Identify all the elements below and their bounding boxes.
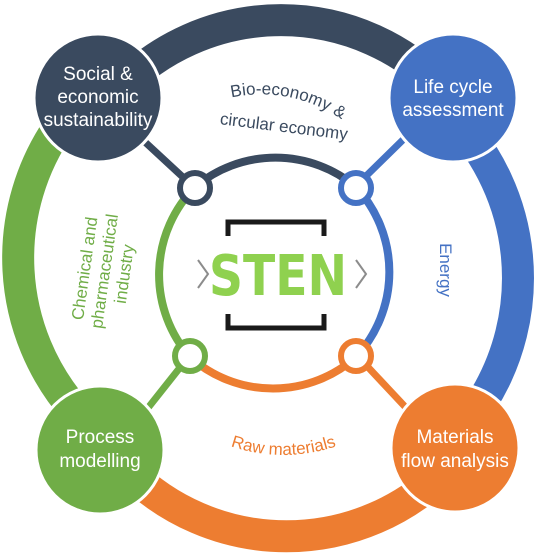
svg-text:modelling: modelling [59,451,140,472]
junction-social [177,170,213,206]
svg-text:Life cycle: Life cycle [413,77,492,98]
junction-mfa [338,338,374,374]
inner-ring-right [353,184,394,360]
inner-ring-bottom [187,354,359,393]
junction-lca [338,170,374,206]
svg-text:Social &: Social & [63,64,133,85]
svg-text:sustainability: sustainability [44,110,153,131]
inner-ring-left [155,184,198,360]
node-process-modelling: Process modelling [34,384,166,516]
chevron-right-icon [355,259,368,289]
svg-text:flow analysis: flow analysis [401,451,509,472]
outer-ring-left [2,115,88,421]
svg-text:economic: economic [57,87,138,108]
svg-text:assessment: assessment [402,100,504,121]
node-materials-flow-analysis: Materials flow analysis [389,382,521,514]
theme-raw-materials: Raw materials [229,432,337,459]
theme-chemical-pharmaceutical: Chemical and pharmaceutical industry [68,213,138,330]
svg-text:Process: Process [66,427,135,448]
junction-process [172,338,208,374]
node-social-economic-sustainability: Social & economic sustainability [32,32,164,164]
chevron-left-icon [197,259,210,289]
outer-ring-bottom [116,459,457,553]
node-life-cycle-assessment: Life cycle assessment [387,32,519,164]
svg-text:Materials: Materials [416,427,493,448]
bracket-bottom [225,314,327,331]
logo-text: STEN [209,244,347,309]
inner-ring-top [192,153,359,191]
bracket-top [225,219,327,236]
connector-mfa [363,362,413,415]
sten-logo: STEN [197,219,368,331]
theme-energy: Energy [436,243,455,297]
